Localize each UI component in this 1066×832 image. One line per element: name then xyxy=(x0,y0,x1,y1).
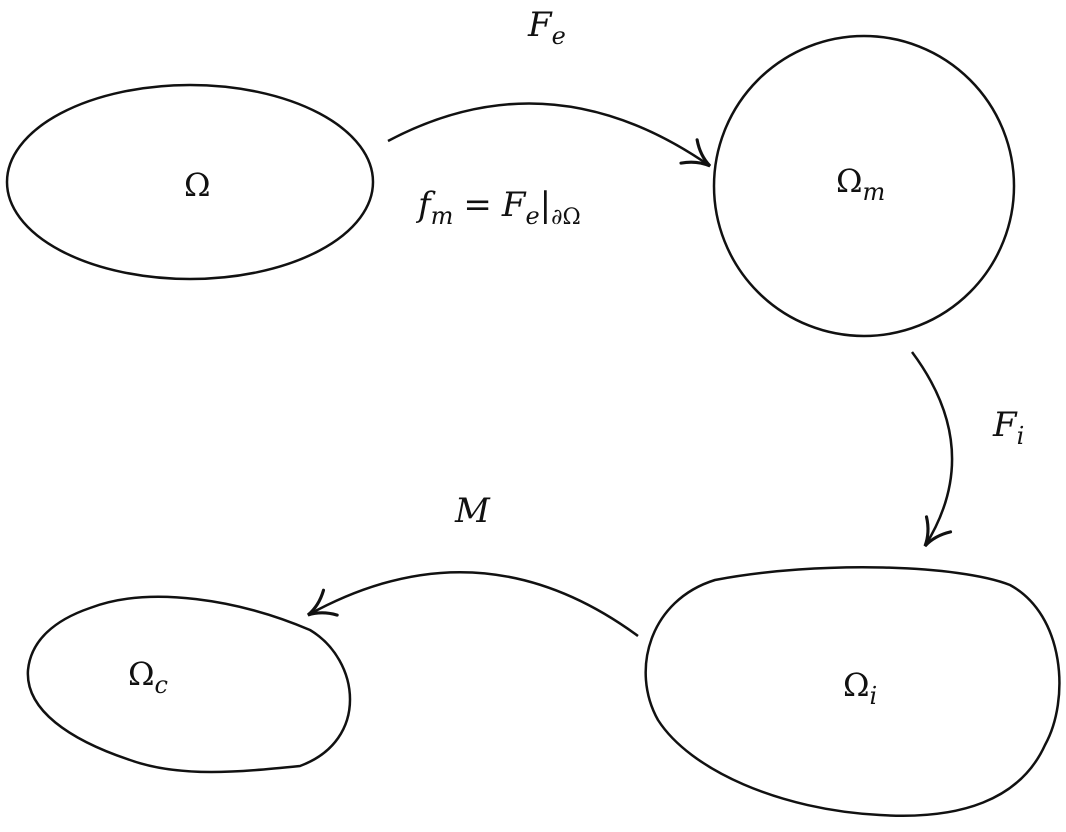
label-omega-c: Ωc xyxy=(128,655,168,699)
region-omega-c xyxy=(26,595,352,774)
label-fe: Fe xyxy=(527,5,566,50)
arrow-fe xyxy=(387,102,712,168)
label-m: M xyxy=(454,491,491,531)
formula-fm: fm=Fe|∂Ω xyxy=(415,185,581,230)
region-omega xyxy=(5,83,375,281)
region-omega-i xyxy=(644,566,1061,817)
label-omega-i: Ωi xyxy=(843,666,877,710)
arrow-m xyxy=(306,570,639,638)
label-fi: Fi xyxy=(992,405,1024,450)
label-omega-m: Ωm xyxy=(836,162,885,206)
arrow-fi xyxy=(910,351,954,548)
region-omega-m xyxy=(712,34,1016,338)
label-omega: Ω xyxy=(184,166,211,204)
